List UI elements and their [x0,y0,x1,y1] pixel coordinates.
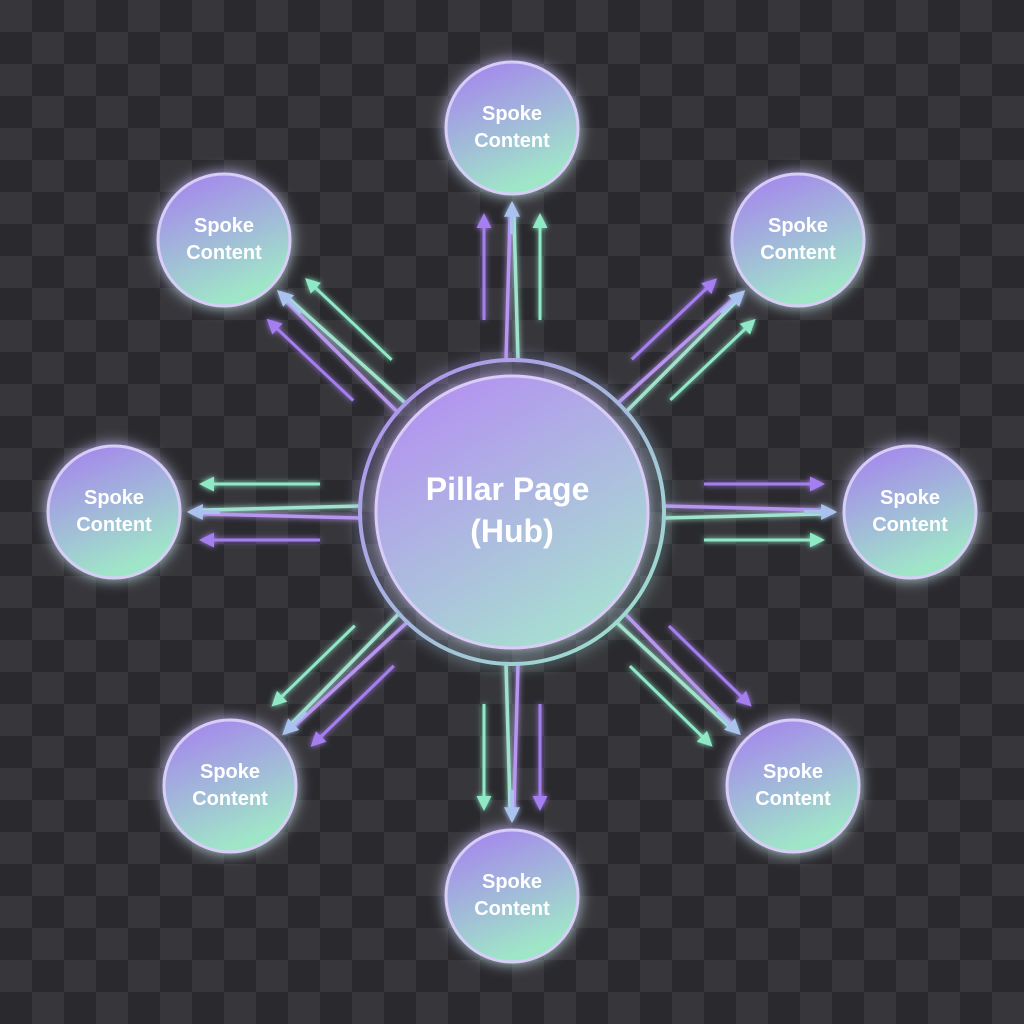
hub-label: Pillar Page (Hub) [426,471,599,549]
spoke-circle [162,718,298,854]
connector-main-line [512,208,520,362]
connector-6 [271,611,409,747]
connector-main-arrowhead [276,289,303,315]
spoke-label-line-1: Spoke [84,487,144,509]
connector-main-line [285,611,401,730]
hub-label-line-2: (Hub) [470,513,554,549]
spoke-label-line-1: Spoke [200,761,260,783]
connector-main-line [504,662,512,816]
connector-side-arrow-purple [667,624,752,707]
hub-circle [374,374,650,650]
connector-main-line [288,620,409,732]
connector-8 [266,278,408,414]
spoke-label-line-2: Content [760,242,836,264]
spoke-label-line-2: Content [192,788,268,810]
spoke-label-line-1: Spoke [880,487,940,509]
connector-side-arrow-mint [628,665,713,747]
connector-main-line [662,504,830,512]
connector-2 [616,278,756,414]
spoke-circle [444,60,580,196]
connector-side-arrow-mint [669,318,756,402]
spoke-label-line-2: Content [76,514,152,536]
connector-main-line [616,293,740,405]
connector-side-arrow-purple [310,664,395,747]
hub-label-line-1: Pillar Page [426,471,590,507]
connector-main-line [614,620,735,732]
spoke-circle [46,444,182,580]
spoke-circle [842,444,978,580]
connector-main-line [280,295,400,414]
connector-main-line [194,504,362,512]
connector-7 [186,476,362,548]
connector-main-line [283,293,408,406]
spoke-label-line-1: Spoke [482,871,542,893]
connector-main-line [504,208,512,362]
spoke-label-line-2: Content [474,130,550,152]
connector-side-arrow-mint [305,278,393,361]
connector-main-line [624,296,742,414]
connector-side-arrow-mint [271,624,356,707]
spoke-label-line-2: Content [186,242,262,264]
connector-5 [476,662,548,824]
spoke-label-line-2: Content [755,788,831,810]
connector-1 [476,200,548,362]
connector-main-line [662,512,830,520]
connector-side-arrow-purple [630,278,718,361]
connector-3 [662,476,838,548]
spoke-circle [730,172,866,308]
connector-main-arrowhead [719,290,746,315]
spoke-label-line-1: Spoke [194,215,254,237]
connector-main-line [623,612,738,730]
pillar-page-hub[interactable] [358,358,666,666]
spoke-label-line-1: Spoke [768,215,828,237]
spoke-label-line-1: Spoke [763,761,823,783]
connector-main-arrowhead [715,710,741,736]
spoke-circle [725,718,861,854]
spoke-label-line-2: Content [474,898,550,920]
connector-4 [614,612,752,747]
connector-main-line [194,512,362,520]
connector-arrows [186,200,838,824]
hub-outer-ring [358,358,666,666]
connector-main-arrowhead [282,710,308,736]
spoke-label-line-2: Content [872,514,948,536]
spoke-label-line-1: Spoke [482,103,542,125]
spoke-circle [156,172,292,308]
connector-main-line [512,662,520,816]
connector-side-arrow-purple [266,318,355,402]
spoke-circle [444,828,580,964]
